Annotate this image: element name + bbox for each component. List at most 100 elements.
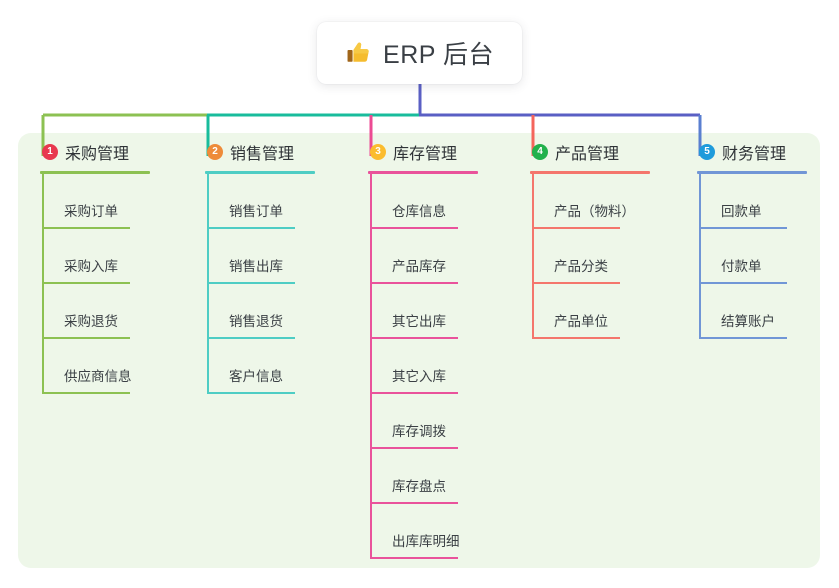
column-title-1: 采购管理	[65, 146, 130, 163]
list-item[interactable]: 出库库明细	[370, 504, 518, 559]
list-item-label: 回款单	[721, 204, 762, 219]
list-item-label: 供应商信息	[64, 369, 132, 384]
list-item-label: 采购订单	[64, 204, 118, 219]
column-header-5[interactable]: 5 财务管理	[697, 133, 839, 171]
list-item[interactable]: 产品单位	[532, 284, 690, 339]
list-item-label: 仓库信息	[392, 204, 446, 219]
column-badge-1: 1	[42, 144, 58, 160]
thumbs-up-icon	[345, 39, 372, 66]
column-spine-3	[370, 174, 372, 559]
column-title-4: 产品管理	[555, 146, 620, 163]
column-spine-5	[699, 174, 701, 339]
list-item-label: 付款单	[721, 259, 762, 274]
list-item-label: 销售出库	[229, 259, 283, 274]
list-item[interactable]: 采购订单	[42, 174, 190, 229]
list-item-underline	[534, 282, 620, 284]
list-item[interactable]: 仓库信息	[370, 174, 518, 229]
columns-container: 1 采购管理采购订单采购入库采购退货供应商信息 2 销售管理销售订单销售出库销售退货客…	[0, 133, 839, 568]
list-item[interactable]: 产品（物料）	[532, 174, 690, 229]
column-spine-4	[532, 174, 534, 339]
column-badge-5: 5	[699, 144, 715, 160]
list-item-label: 其它入库	[392, 369, 446, 384]
list-item-underline	[701, 337, 787, 339]
column-rule-5	[697, 171, 807, 174]
list-item-underline	[209, 392, 295, 394]
root-node-card[interactable]: ERP 后台	[317, 22, 522, 84]
column-spine-2	[207, 174, 209, 394]
column-items-2: 销售订单销售出库销售退货客户信息	[205, 174, 355, 394]
list-item-underline	[534, 227, 620, 229]
list-item-label: 结算账户	[721, 314, 775, 329]
list-item-underline	[534, 337, 620, 339]
column-3: 3 库存管理仓库信息产品库存其它出库其它入库库存调拨库存盘点出库库明细	[368, 133, 518, 559]
list-item-underline	[209, 337, 295, 339]
list-item-label: 客户信息	[229, 369, 283, 384]
list-item-label: 销售订单	[229, 204, 283, 219]
column-spine-1	[42, 174, 44, 394]
list-item-underline	[372, 337, 458, 339]
list-item[interactable]: 其它出库	[370, 284, 518, 339]
diagram-panel	[18, 133, 820, 568]
list-item[interactable]: 产品库存	[370, 229, 518, 284]
list-item[interactable]: 库存调拨	[370, 394, 518, 449]
column-items-3: 仓库信息产品库存其它出库其它入库库存调拨库存盘点出库库明细	[368, 174, 518, 559]
column-title-5: 财务管理	[722, 146, 787, 163]
list-item-underline	[209, 227, 295, 229]
column-badge-2: 2	[207, 144, 223, 160]
list-item-underline	[701, 282, 787, 284]
column-items-1: 采购订单采购入库采购退货供应商信息	[40, 174, 190, 394]
column-title-2: 销售管理	[230, 146, 295, 163]
list-item-label: 采购退货	[64, 314, 118, 329]
column-2: 2 销售管理销售订单销售出库销售退货客户信息	[205, 133, 355, 394]
list-item-underline	[372, 502, 458, 504]
column-badge-3: 3	[370, 144, 386, 160]
list-item[interactable]: 供应商信息	[42, 339, 190, 394]
list-item[interactable]: 采购入库	[42, 229, 190, 284]
list-item-underline	[372, 447, 458, 449]
list-item-underline	[701, 227, 787, 229]
column-badge-4: 4	[532, 144, 548, 160]
list-item[interactable]: 结算账户	[699, 284, 839, 339]
list-item[interactable]: 回款单	[699, 174, 839, 229]
list-item-underline	[44, 282, 130, 284]
column-4: 4 产品管理产品（物料） 产品分类产品单位	[530, 133, 690, 339]
list-item[interactable]: 采购退货	[42, 284, 190, 339]
list-item[interactable]: 销售出库	[207, 229, 355, 284]
list-item-label: 出库库明细	[392, 534, 460, 549]
column-items-5: 回款单付款单结算账户	[697, 174, 839, 339]
list-item[interactable]: 付款单	[699, 229, 839, 284]
list-item[interactable]: 销售退货	[207, 284, 355, 339]
list-item[interactable]: 产品分类	[532, 229, 690, 284]
list-item-underline	[44, 337, 130, 339]
list-item-underline	[372, 227, 458, 229]
column-rule-3	[368, 171, 478, 174]
list-item-label: 产品单位	[554, 314, 608, 329]
list-item-label: 产品（物料）	[554, 204, 635, 219]
list-item[interactable]: 其它入库	[370, 339, 518, 394]
list-item-label: 库存盘点	[392, 479, 446, 494]
column-rule-1	[40, 171, 150, 174]
column-5: 5 财务管理回款单付款单结算账户	[697, 133, 839, 339]
list-item-label: 产品库存	[392, 259, 446, 274]
list-item-label: 销售退货	[229, 314, 283, 329]
column-title-3: 库存管理	[393, 146, 458, 163]
column-items-4: 产品（物料） 产品分类产品单位	[530, 174, 690, 339]
list-item-underline	[372, 282, 458, 284]
list-item[interactable]: 客户信息	[207, 339, 355, 394]
list-item[interactable]: 销售订单	[207, 174, 355, 229]
list-item-label: 产品分类	[554, 259, 608, 274]
column-header-3[interactable]: 3 库存管理	[368, 133, 518, 171]
column-rule-4	[530, 171, 650, 174]
list-item-underline	[44, 227, 130, 229]
list-item-underline	[44, 392, 130, 394]
list-item[interactable]: 库存盘点	[370, 449, 518, 504]
list-item-underline	[209, 282, 295, 284]
column-header-2[interactable]: 2 销售管理	[205, 133, 355, 171]
column-rule-2	[205, 171, 315, 174]
list-item-label: 采购入库	[64, 259, 118, 274]
column-header-4[interactable]: 4 产品管理	[530, 133, 690, 171]
list-item-underline	[372, 392, 458, 394]
list-item-label: 库存调拨	[392, 424, 446, 439]
column-header-1[interactable]: 1 采购管理	[40, 133, 190, 171]
list-item-label: 其它出库	[392, 314, 446, 329]
